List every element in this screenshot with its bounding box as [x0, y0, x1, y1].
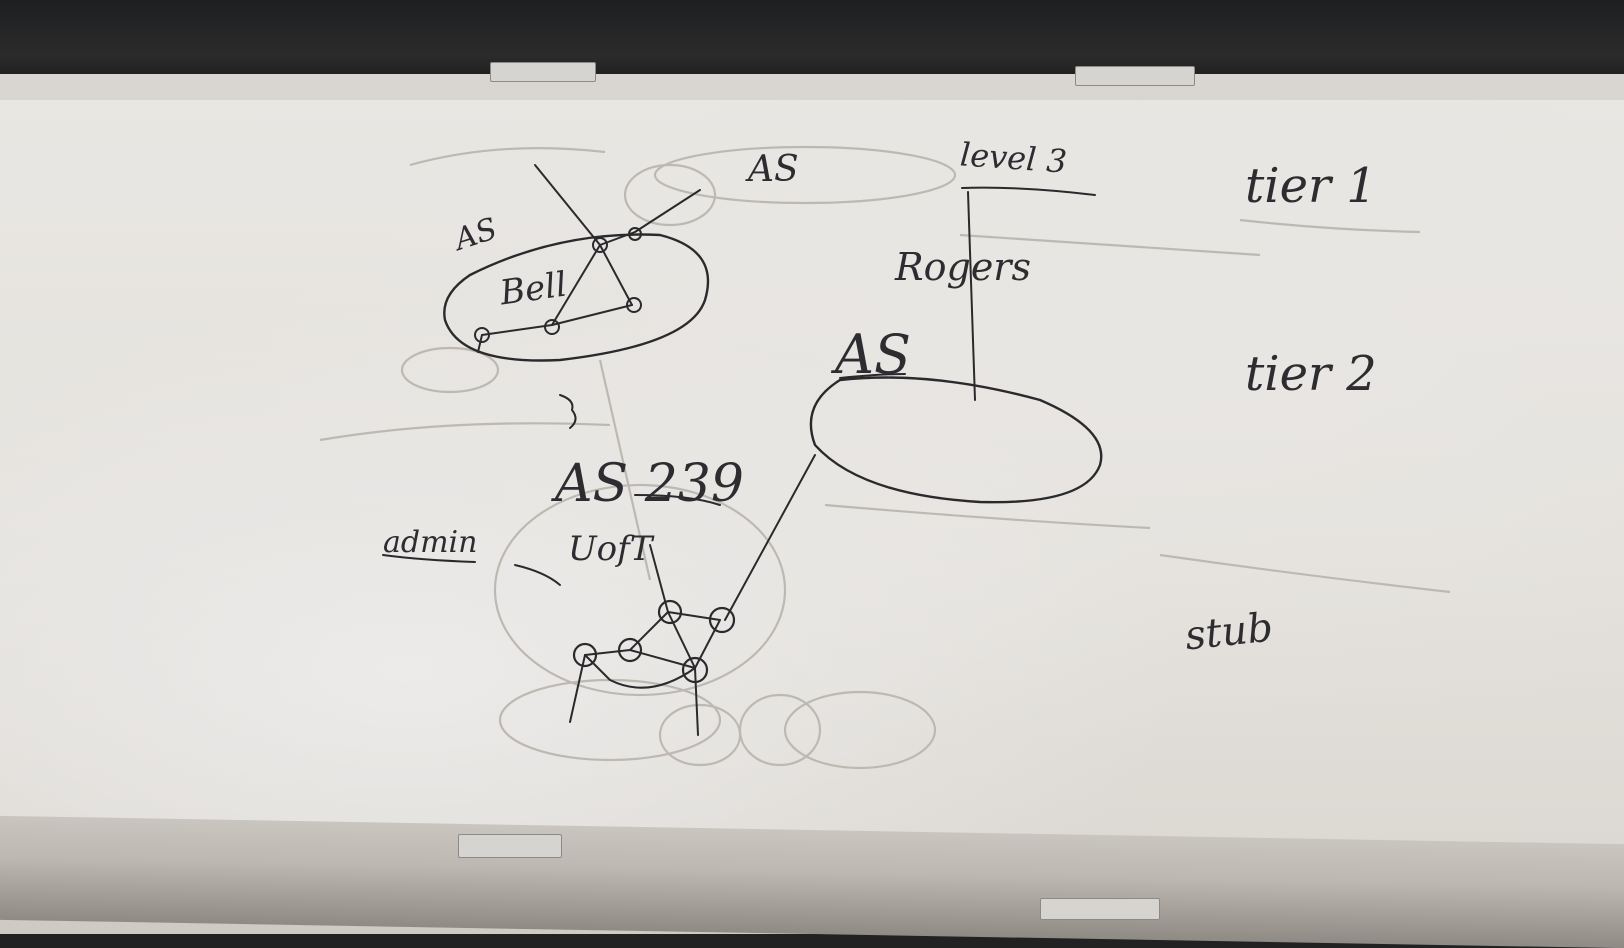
as239-label: AS 239: [555, 454, 744, 514]
tier1-label: tier 1: [1245, 158, 1377, 214]
admin-label: admin: [383, 525, 478, 560]
bell-label: Bell: [497, 264, 570, 314]
tray-clip-left: [458, 834, 562, 858]
whiteboard-surface: [0, 100, 1624, 860]
as-label-rogers: AS: [835, 323, 911, 386]
tier2-label: tier 2: [1245, 346, 1377, 402]
uoft-label: UofT: [568, 529, 653, 569]
board-clip-right: [1075, 66, 1195, 86]
level3-rogers-link: [961, 186, 1096, 401]
level3-label: level 3: [958, 135, 1069, 181]
as-label-tier1: AS: [748, 149, 799, 190]
stub-label: stub: [1182, 604, 1276, 660]
rogers-label: Rogers: [895, 245, 1031, 289]
uoft-as239-cluster: [382, 494, 736, 736]
board-clip-left: [490, 62, 596, 82]
bell-as-cluster: [443, 164, 710, 429]
tray-clip-right: [1040, 898, 1160, 920]
erased-marks: [319, 145, 1451, 770]
rogers-as-cluster: [724, 373, 1103, 621]
